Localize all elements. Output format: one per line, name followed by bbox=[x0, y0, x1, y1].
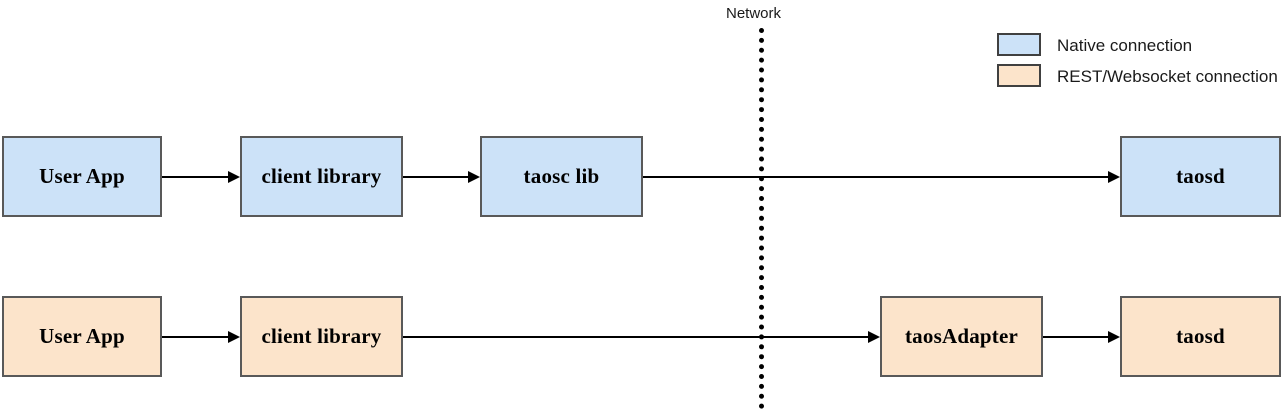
arrowhead-taos-adapter bbox=[868, 331, 880, 343]
node-client-library-rest[interactable]: client library bbox=[240, 296, 403, 377]
node-client-library-native[interactable]: client library bbox=[240, 136, 403, 217]
node-user-app-rest[interactable]: User App bbox=[2, 296, 162, 377]
native-connection-swatch bbox=[997, 33, 1041, 56]
legend-label-rest-websocket-connection: REST/Websocket connection bbox=[1057, 67, 1278, 86]
arrowhead-taosd-rest bbox=[1108, 331, 1120, 343]
arrowhead-taosd-native bbox=[1108, 171, 1120, 183]
arrowhead-client-library-rest bbox=[228, 331, 240, 343]
edge-user-app-to-client-library-rest bbox=[162, 336, 228, 338]
node-taosd-rest[interactable]: taosd bbox=[1120, 296, 1281, 377]
arrowhead-taosc-lib bbox=[468, 171, 480, 183]
edge-client-library-to-taos-adapter bbox=[403, 336, 868, 338]
network-label: Network bbox=[726, 5, 782, 22]
edge-taos-adapter-to-taosd-rest bbox=[1043, 336, 1108, 338]
node-taosc-lib[interactable]: taosc lib bbox=[480, 136, 643, 217]
node-taosd-native[interactable]: taosd bbox=[1120, 136, 1281, 217]
node-taos-adapter[interactable]: taosAdapter bbox=[880, 296, 1043, 377]
legend-label-native-connection: Native connection bbox=[1057, 36, 1193, 55]
edge-client-library-to-taosc-lib bbox=[403, 176, 468, 178]
arrowhead-client-library-native bbox=[228, 171, 240, 183]
node-user-app-native[interactable]: User App bbox=[2, 136, 162, 217]
rest-websocket-connection-swatch bbox=[997, 64, 1041, 87]
network-divider-dotted-line bbox=[759, 28, 764, 409]
edge-taosc-lib-to-taosd-native bbox=[643, 176, 1108, 178]
edge-user-app-to-client-library-native bbox=[162, 176, 228, 178]
